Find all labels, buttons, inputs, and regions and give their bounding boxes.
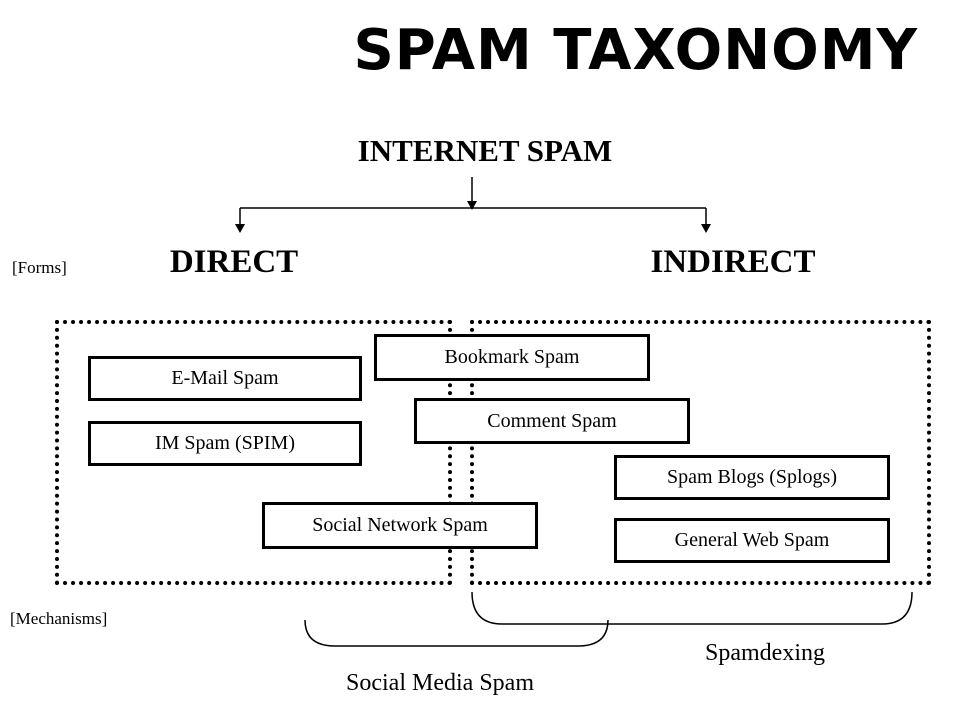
spam-blogs-box: Spam Blogs (Splogs) [614, 455, 890, 500]
direct-arrowhead [235, 224, 245, 233]
indirect-arrowhead [701, 224, 711, 233]
bookmark-spam-box: Bookmark Spam [374, 334, 650, 381]
social-network-spam-box: Social Network Spam [262, 502, 538, 549]
direct-region [55, 320, 452, 585]
direct-branch-label: DIRECT [169, 244, 299, 280]
general-web-spam-box: General Web Spam [614, 518, 890, 563]
im-spam-box: IM Spam (SPIM) [88, 421, 362, 466]
indirect-region [470, 320, 931, 585]
spamdexing-brace [471, 591, 913, 625]
email-spam-box: E-Mail Spam [88, 356, 362, 401]
root-arrowhead [467, 201, 477, 210]
spamdexing-label: Spamdexing [705, 640, 825, 666]
page-title: SPAM TAXONOMY [353, 18, 918, 83]
social-media-spam-label: Social Media Spam [346, 670, 534, 696]
social-media-brace [304, 619, 609, 647]
forms-label: [Forms] [12, 258, 67, 277]
indirect-branch-label: INDIRECT [650, 244, 816, 280]
mechanisms-label: [Mechanisms] [10, 609, 108, 628]
comment-spam-box: Comment Spam [414, 398, 690, 444]
root-node-label: INTERNET SPAM [357, 133, 613, 168]
